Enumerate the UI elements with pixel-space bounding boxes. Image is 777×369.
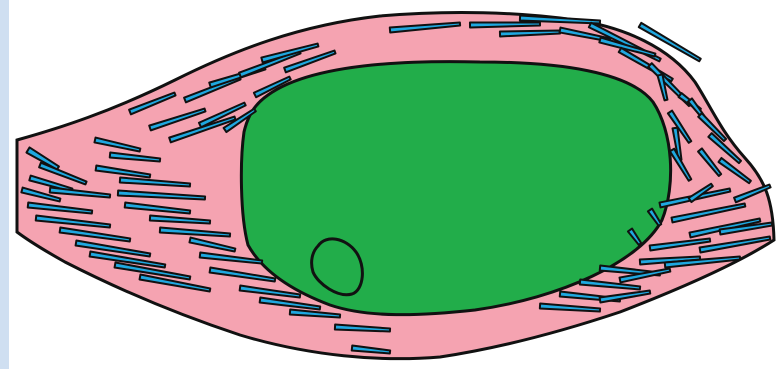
organelle: [470, 23, 540, 28]
